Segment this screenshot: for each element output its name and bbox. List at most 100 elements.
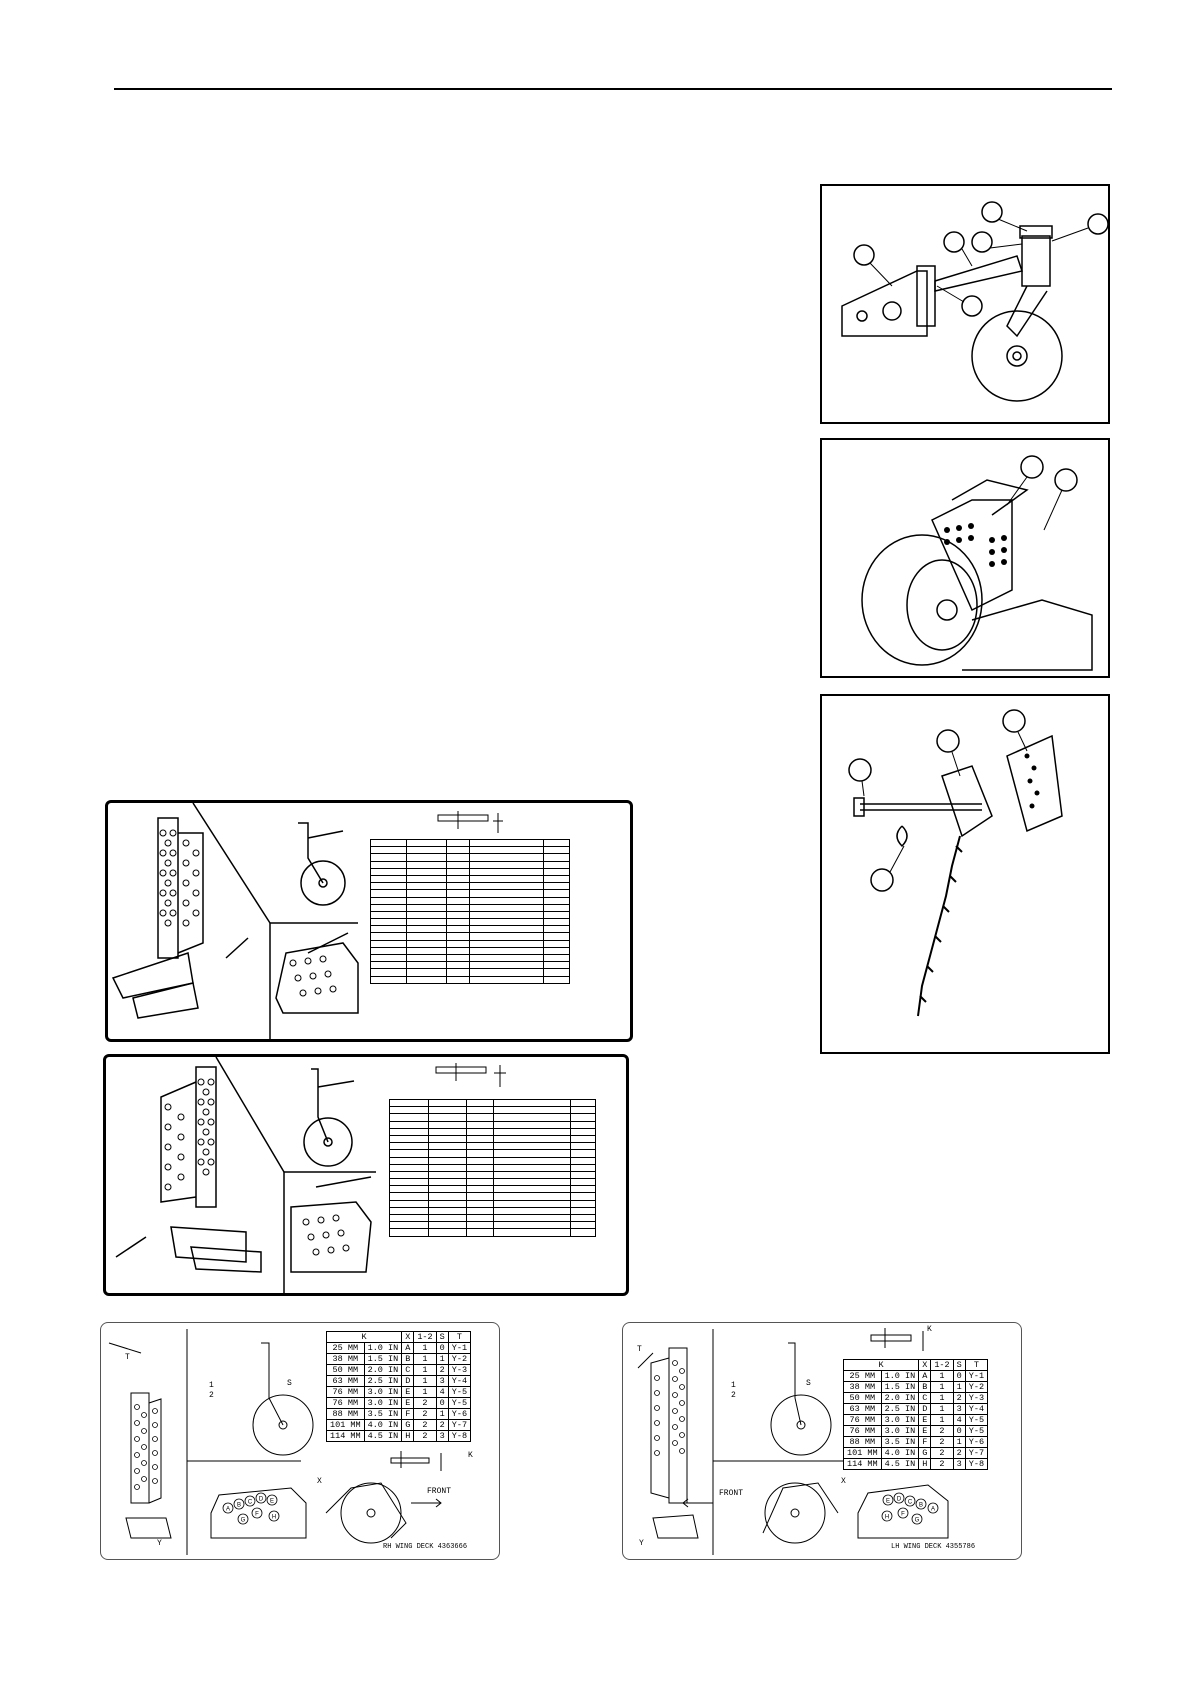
hole-H	[268, 1510, 280, 1522]
label-y: Y	[639, 1539, 644, 1548]
header-k: K	[325, 1331, 403, 1343]
label-one: 1	[209, 1381, 214, 1390]
chain-pin-drawing	[848, 709, 1063, 1017]
decal-lh-drawing: A BCD E F G H	[637, 1328, 949, 1555]
decal-diagram-panel-b	[103, 1054, 629, 1296]
label-two: 2	[731, 1391, 736, 1400]
hole-label-B: B	[237, 1503, 241, 1509]
callout-2	[1054, 468, 1078, 492]
label-two: 2	[209, 1391, 214, 1400]
callout-3	[848, 758, 872, 782]
hole-label-E: E	[270, 1499, 274, 1505]
hole-label-C: C	[908, 1500, 913, 1506]
hole-H	[881, 1510, 893, 1522]
label-t: T	[125, 1353, 130, 1362]
wheel-bracket-drawing	[861, 455, 1093, 671]
hole-label-A: A	[931, 1507, 935, 1513]
hole-label-F: F	[255, 1512, 259, 1518]
front-label: FRONT	[427, 1487, 452, 1496]
hole-C	[904, 1495, 916, 1507]
hole-A	[222, 1502, 234, 1514]
callout-5	[1087, 213, 1108, 235]
hole-A	[927, 1502, 939, 1514]
hole-label-G: G	[241, 1518, 246, 1524]
header-s: S	[435, 1331, 449, 1343]
panel-b-drawing	[115, 1057, 506, 1293]
callout-4	[971, 231, 993, 253]
header-k: K	[842, 1359, 920, 1371]
header-t: T	[447, 1331, 472, 1343]
hole-label-H: H	[272, 1515, 276, 1521]
hole-E	[266, 1494, 278, 1506]
panel-a-drawing	[111, 803, 503, 1039]
blank-spec-table-a	[369, 838, 571, 984]
hole-label-B: B	[919, 1503, 923, 1509]
callout-2	[1002, 709, 1026, 733]
callout-1	[1020, 455, 1044, 479]
header-1-2: 1-2	[930, 1359, 954, 1371]
decal-diagram-panel-a	[105, 800, 633, 1042]
label-k: K	[468, 1451, 473, 1460]
figure-wheel-bracket	[820, 438, 1110, 678]
callout-2	[943, 231, 965, 253]
hole-D	[255, 1492, 267, 1504]
hole-label-H: H	[885, 1515, 889, 1521]
figure-chain-pin	[820, 694, 1110, 1054]
decal-caption: LH WING DECK 4355786	[891, 1543, 976, 1551]
header-t: T	[964, 1359, 989, 1371]
label-y: Y	[157, 1539, 162, 1548]
blank-spec-table-b	[388, 1098, 597, 1237]
hole-label-A: A	[226, 1507, 230, 1513]
hole-G	[911, 1513, 923, 1525]
hole-F	[897, 1507, 909, 1519]
callout-4	[870, 868, 894, 892]
hole-label-D: D	[897, 1497, 902, 1503]
callout-3	[981, 201, 1003, 223]
front-label: FRONT	[719, 1489, 744, 1498]
hole-B	[233, 1498, 245, 1510]
header-1-2: 1-2	[413, 1331, 437, 1343]
label-s: S	[287, 1379, 292, 1388]
hole-C	[244, 1495, 256, 1507]
hole-label-E: E	[886, 1499, 890, 1505]
caster-assembly-drawing	[841, 201, 1108, 402]
header-rule	[114, 88, 1112, 90]
label-one: 1	[731, 1381, 736, 1390]
label-s: S	[806, 1379, 811, 1388]
hole-label-F: F	[901, 1512, 905, 1518]
header-s: S	[952, 1359, 966, 1371]
callout-6	[961, 295, 983, 317]
hole-label-G: G	[915, 1518, 920, 1524]
header-x: X	[918, 1359, 932, 1371]
label-t: T	[637, 1345, 642, 1354]
hole-B	[915, 1498, 927, 1510]
header-x: X	[401, 1331, 415, 1343]
label-k: K	[927, 1325, 932, 1334]
hole-label-C: C	[248, 1500, 253, 1506]
hole-E	[882, 1494, 894, 1506]
decal-caption: RH WING DECK 4363666	[383, 1543, 468, 1551]
callout-1	[936, 729, 960, 753]
hole-G	[237, 1513, 249, 1525]
hole-F	[251, 1507, 263, 1519]
